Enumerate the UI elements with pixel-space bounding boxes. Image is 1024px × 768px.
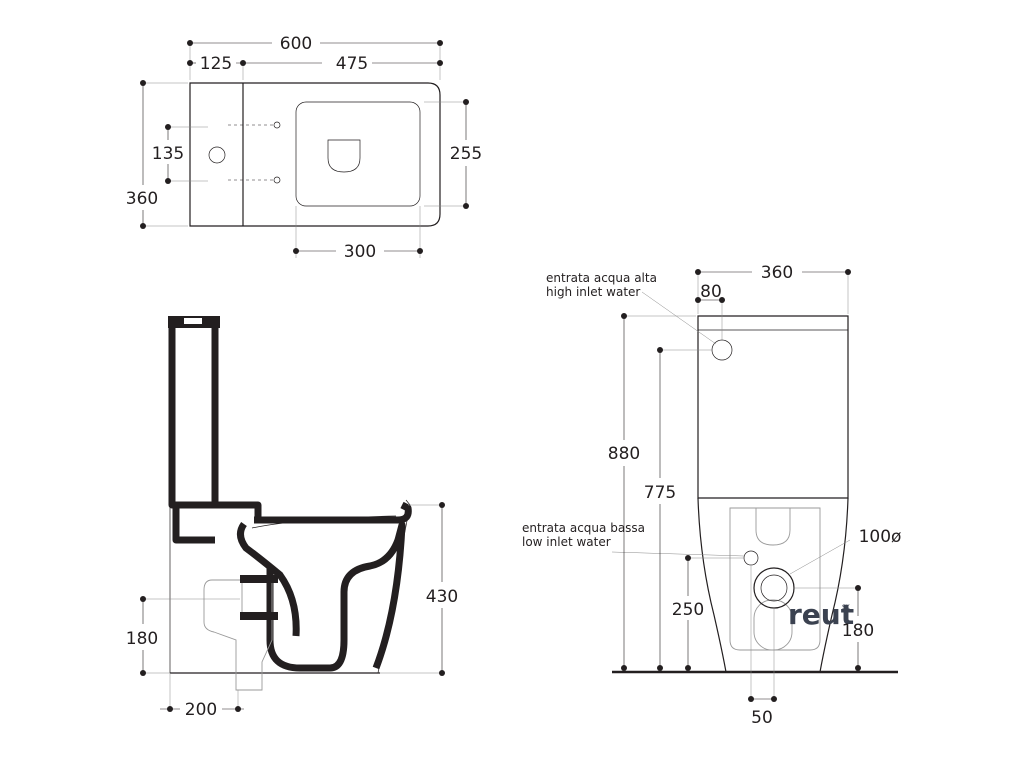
dim-outlet-height: 180: [126, 629, 158, 649]
side-view: 430 180 200: [126, 316, 458, 720]
fixing-hole-upper: [273, 121, 281, 129]
dim-rim-height: 430: [426, 587, 458, 607]
dim-seat-width: 255: [450, 144, 482, 164]
dim-high-inlet-height: 775: [644, 483, 676, 503]
low-inlet-circle: [743, 550, 759, 566]
brand-logo: reut: [788, 598, 854, 631]
front-tank: [697, 315, 849, 499]
dim-front-outlet-height: 180: [842, 621, 874, 641]
label-low-inlet-it: entrata acqua bassa: [522, 521, 645, 535]
tank-inlet-hole: [208, 146, 226, 164]
dim-high-inlet-offset: 80: [700, 282, 722, 302]
dim-outlet-diameter: 100ø: [859, 527, 902, 547]
dim-front-width: 360: [761, 263, 793, 283]
dim-low-inlet-offset: 50: [751, 708, 773, 728]
label-high-inlet-en: high inlet water: [546, 285, 640, 299]
top-view-outline: [189, 82, 441, 227]
fixing-hole-lower: [273, 176, 281, 184]
dim-low-inlet-height: 250: [672, 600, 704, 620]
dim-inlet-spacing: 135: [152, 144, 184, 164]
dim-total-height: 880: [608, 444, 640, 464]
top-view: 600 125 475 360 135 255: [126, 34, 482, 262]
dim-tank-depth: 125: [200, 54, 232, 74]
trapway-section: [266, 521, 406, 672]
dim-seat-length: 300: [344, 242, 376, 262]
tank-section: [168, 316, 219, 509]
brand-mark: SK: [842, 604, 851, 611]
dim-overall-depth: 360: [126, 189, 158, 209]
label-low-inlet-en: low inlet water: [522, 535, 611, 549]
front-view: reut SK entrata acqua alta high inlet wa…: [522, 263, 901, 728]
label-high-inlet-it: entrata acqua alta: [546, 271, 657, 285]
waste-outlet-ghost: [203, 579, 273, 691]
dim-overall-width: 600: [280, 34, 312, 54]
dim-bowl-length: 475: [336, 54, 368, 74]
dim-outlet-distance: 200: [185, 700, 217, 720]
bowl-section: [237, 501, 412, 637]
seat-outline: [295, 101, 421, 207]
front-bowl: [697, 497, 849, 673]
seat-hinge-shape: [327, 139, 361, 173]
